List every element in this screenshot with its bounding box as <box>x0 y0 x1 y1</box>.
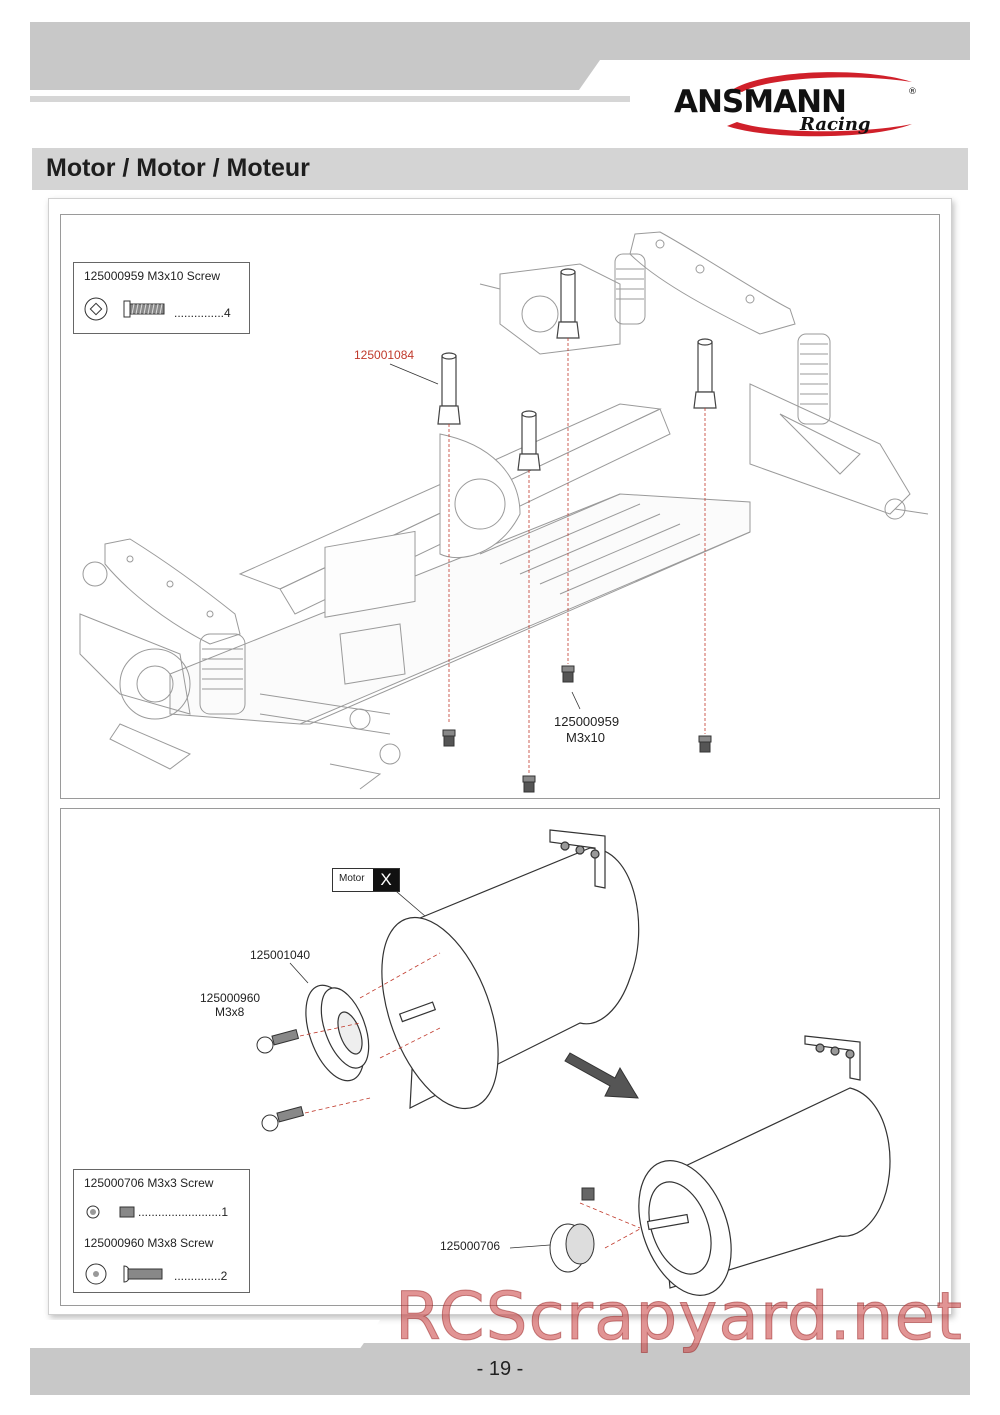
mount-part-number: 125001040 <box>250 948 311 962</box>
parts-box-row2-title: 125000960 M3x8 Screw <box>84 1236 214 1250</box>
parts-box-row1-qty: .........................1 <box>138 1205 229 1219</box>
parts-box-title: 125000959 M3x10 Screw <box>84 269 221 283</box>
screw-size-label: M3x10 <box>566 730 606 745</box>
svg-text:®: ® <box>908 87 917 97</box>
motor-tag-mark: X <box>373 869 399 891</box>
mount-screw-size: M3x8 <box>215 1005 245 1019</box>
logo-brand-text: ANSMANN <box>674 84 846 120</box>
chassis-drawing <box>79 231 929 793</box>
section-bar <box>32 148 968 190</box>
logo-sub-text: Racing <box>799 114 871 135</box>
ansmann-racing-logo: ANSMANN ® Racing <box>672 68 917 143</box>
motor-tag-label: Motor <box>339 873 365 884</box>
pinion-part-number: 125000706 <box>440 1239 501 1253</box>
watermark: RCScrapyard.net <box>395 1278 963 1356</box>
motor-drawing <box>256 829 891 1296</box>
screw-m3x10-icon <box>84 297 165 321</box>
set-screw-icon <box>86 1205 135 1219</box>
parts-box-motor-screws: 125000706 M3x3 Screw ...................… <box>73 1169 250 1293</box>
parts-box-qty: ...............4 <box>174 306 231 320</box>
parts-box-row1-title: 125000706 M3x3 Screw <box>84 1176 214 1190</box>
parts-box-m3x10: 125000959 M3x10 Screw ...............4 <box>73 262 250 334</box>
mount-screw-part-number: 125000960 <box>200 991 261 1005</box>
parts-box-row2-qty: ..............2 <box>174 1269 228 1283</box>
screw-part-number: 125000959 <box>554 714 620 729</box>
header-rule <box>30 96 630 102</box>
page-number: - 19 - <box>476 1358 524 1380</box>
screw-m3x8-icon <box>85 1263 163 1285</box>
footer-band-cut <box>0 1320 380 1348</box>
post-part-number: 125001084 <box>354 348 415 362</box>
footer-band <box>30 1343 970 1395</box>
motor-tag: Motor X <box>332 868 400 892</box>
section-title: Motor / Motor / Moteur <box>46 154 310 182</box>
